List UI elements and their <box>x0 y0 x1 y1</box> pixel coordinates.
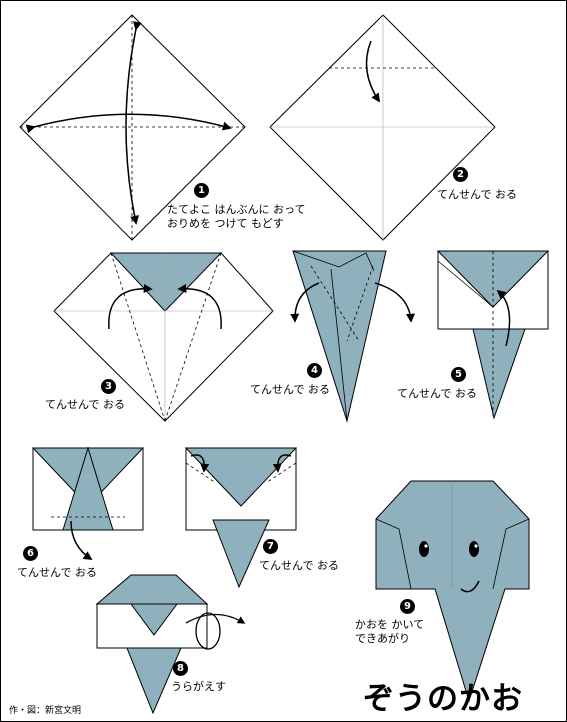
step1-text-line1: たてよこ はんぶんに おって <box>167 203 306 216</box>
step4-number: 4 <box>307 363 322 378</box>
step3-diagram <box>53 252 274 422</box>
step2-diagram <box>269 14 496 241</box>
step5-text: てんせんで おる <box>397 387 477 400</box>
step4-text: てんせんで おる <box>250 383 330 396</box>
step1-diagram <box>19 14 246 241</box>
step8-text: うらがえす <box>171 680 226 693</box>
step2-number: 2 <box>453 167 468 182</box>
step2-text: てんせんで おる <box>437 188 517 201</box>
step8-diagram <box>95 574 246 715</box>
step3-text: てんせんで おる <box>45 398 125 411</box>
step5-number: 5 <box>451 367 466 382</box>
step6-diagram <box>31 446 145 560</box>
step8-number: 8 <box>173 661 188 676</box>
step1-text-line2: おりめを つけて もどす <box>167 217 284 230</box>
step7-number: 7 <box>263 539 278 554</box>
step7-text: てんせんで おる <box>259 559 339 572</box>
step9-number: 9 <box>400 599 415 614</box>
step9-elephant-face <box>375 480 530 703</box>
step7-diagram <box>184 447 298 589</box>
step4-diagram <box>290 250 415 423</box>
right-eye-icon <box>469 541 479 557</box>
author-credit: 作・図：新宮文明 <box>9 706 82 716</box>
step6-number: 6 <box>23 546 38 561</box>
left-eye-icon <box>419 541 429 557</box>
step1-number: 1 <box>194 183 209 198</box>
step6-text: てんせんで おる <box>17 566 97 579</box>
step9-text-line2: できあがり <box>355 632 410 645</box>
step5-diagram <box>436 250 550 420</box>
smile-icon <box>460 580 480 593</box>
page-title: ぞうのかお <box>363 681 523 717</box>
step9-text-line1: かおを かいて <box>355 618 425 631</box>
step3-number: 3 <box>101 379 116 394</box>
